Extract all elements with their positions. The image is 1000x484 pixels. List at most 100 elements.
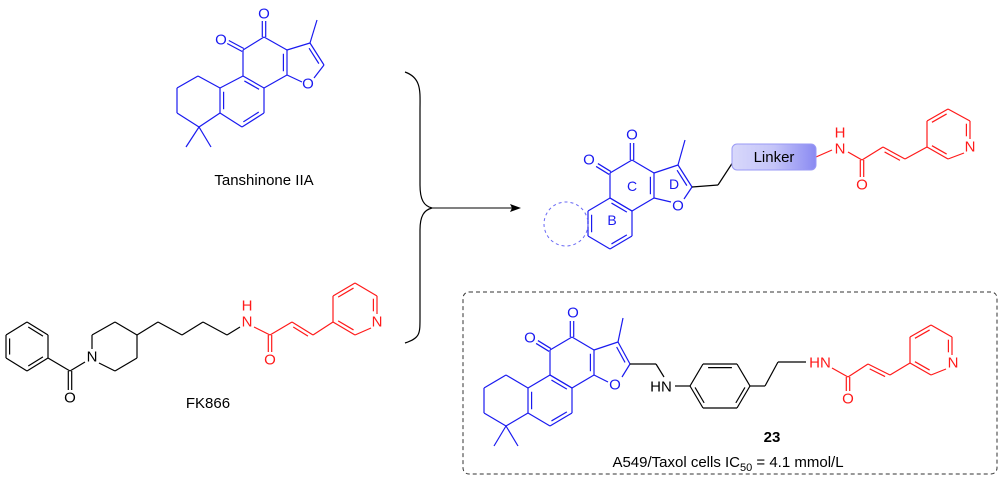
atom-n: N xyxy=(87,349,98,366)
bond xyxy=(332,321,356,336)
activity-subscript: 50 xyxy=(740,462,752,474)
compound-number: 23 xyxy=(764,429,781,446)
bond xyxy=(69,361,86,372)
bond xyxy=(914,361,930,371)
compound-23-box xyxy=(462,291,998,475)
atom-o: O xyxy=(524,330,536,347)
bond xyxy=(313,64,325,79)
bond xyxy=(815,149,833,158)
bond xyxy=(683,186,693,200)
bond xyxy=(242,36,265,51)
bond xyxy=(617,317,624,343)
bond xyxy=(527,412,551,427)
bond xyxy=(241,112,265,128)
arrowhead-icon xyxy=(510,204,521,212)
atom-o: O xyxy=(842,391,854,408)
tanshinone-label: Tanshinone IIA xyxy=(214,172,313,189)
atom-hn: HN xyxy=(809,355,831,372)
ring-label-c: C xyxy=(627,178,637,194)
bond xyxy=(551,379,568,390)
bond xyxy=(593,341,619,351)
bond xyxy=(269,321,293,336)
bond xyxy=(904,146,928,160)
bond xyxy=(930,324,953,338)
bond xyxy=(483,374,507,389)
bond xyxy=(694,387,705,404)
merge-brace xyxy=(404,71,433,344)
bond xyxy=(549,374,573,389)
bond xyxy=(655,363,665,378)
bond xyxy=(609,159,633,174)
bond xyxy=(884,151,901,161)
bond-layer xyxy=(5,19,971,447)
bond xyxy=(597,163,612,173)
bond xyxy=(931,145,947,155)
atom-o: O xyxy=(215,32,227,49)
bond xyxy=(571,374,595,389)
bond xyxy=(219,112,243,128)
bond xyxy=(621,363,631,378)
bond xyxy=(354,327,372,336)
bond xyxy=(717,161,734,186)
bond xyxy=(537,340,552,350)
activity-suffix: = 4.1 mmol/L xyxy=(752,454,843,471)
bond xyxy=(631,159,655,174)
bond xyxy=(947,152,965,160)
bond xyxy=(869,368,886,378)
bond xyxy=(593,374,609,383)
bond xyxy=(308,47,320,64)
bond xyxy=(219,75,244,89)
bond xyxy=(609,197,633,212)
bond xyxy=(549,336,573,351)
bond xyxy=(653,164,679,174)
bond xyxy=(197,75,221,89)
bond xyxy=(332,282,356,297)
atom-n: N xyxy=(242,314,253,331)
atom-n: N xyxy=(835,141,846,158)
bond xyxy=(930,368,947,376)
bond xyxy=(202,321,228,336)
bond xyxy=(571,336,595,351)
bond xyxy=(689,385,704,409)
bond xyxy=(337,287,354,298)
atom-o: O xyxy=(609,377,621,394)
bond xyxy=(47,357,71,372)
bond xyxy=(505,412,529,427)
bond xyxy=(676,169,688,186)
bond xyxy=(26,357,49,372)
bond xyxy=(286,42,311,51)
ring-a-placeholder xyxy=(543,201,589,247)
linker-box xyxy=(731,143,817,171)
bond xyxy=(312,321,334,336)
bond xyxy=(882,146,906,160)
bond xyxy=(611,234,628,245)
bond xyxy=(483,412,507,427)
bond xyxy=(26,321,49,336)
bond xyxy=(176,112,200,128)
bond xyxy=(226,326,241,336)
bond xyxy=(549,412,573,427)
bond xyxy=(926,146,949,160)
bond xyxy=(861,146,884,161)
bond xyxy=(909,324,932,338)
atom-o: O xyxy=(64,390,76,407)
bond xyxy=(309,19,318,44)
bond xyxy=(909,362,932,376)
atom-o: O xyxy=(583,152,595,169)
bond xyxy=(847,151,863,161)
bond xyxy=(5,357,28,372)
atom-o: O xyxy=(567,305,579,322)
bond xyxy=(291,321,314,336)
bond xyxy=(114,321,138,336)
bond xyxy=(136,321,159,336)
atom-n: N xyxy=(948,355,959,372)
bond xyxy=(157,321,183,336)
bond xyxy=(244,80,260,90)
bond xyxy=(867,363,891,376)
bond xyxy=(243,111,260,123)
bond xyxy=(595,165,610,175)
bond xyxy=(926,108,949,122)
bond xyxy=(617,341,631,365)
